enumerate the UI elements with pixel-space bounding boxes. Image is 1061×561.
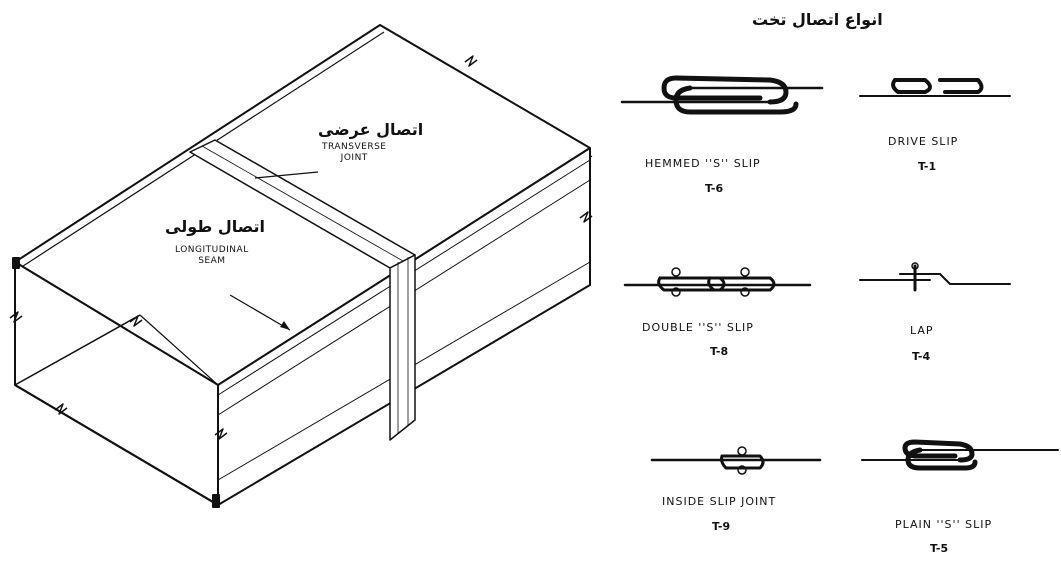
joint-code-t8: T-8 [710,345,729,358]
transverse-joint-fa-label: اتصال عرضی [318,120,424,139]
inside-slip-joint-icon [650,446,822,475]
joint-code-t4: T-4 [912,350,931,363]
drive-slip-icon [859,78,1011,97]
transverse-joint-side [389,254,416,441]
joint-code-t1: T-1 [918,160,937,173]
longitudinal-seam-fa-label: اتصال طولی [165,217,266,236]
lap-joint-icon [859,262,1011,292]
page-title: انواع اتصال تخت [752,10,883,29]
hemmed-s-slip-icon [620,75,824,115]
joint-name-drive-slip: DRIVE SLIP [888,135,959,148]
transverse-joint-label: TRANSVERSE JOINT [322,142,387,163]
joint-name-hemmed-s-slip: HEMMED ''S'' SLIP [645,157,761,170]
double-s-slip-icon [623,267,812,297]
joint-name-lap: LAP [910,324,934,337]
joint-code-t9: T-9 [712,520,731,533]
plain-s-slip-icon [861,439,1059,471]
joint-name-double-s-slip: DOUBLE ''S'' SLIP [642,321,754,334]
joint-code-t6: T-6 [705,182,724,195]
joint-code-t5: T-5 [930,542,949,555]
longitudinal-seam-label: LONGITUDINAL SEAM [175,245,249,266]
joint-name-inside-slip-joint: INSIDE SLIP JOINT [662,495,777,508]
joint-name-plain-s-slip: PLAIN ''S'' SLIP [895,518,993,531]
